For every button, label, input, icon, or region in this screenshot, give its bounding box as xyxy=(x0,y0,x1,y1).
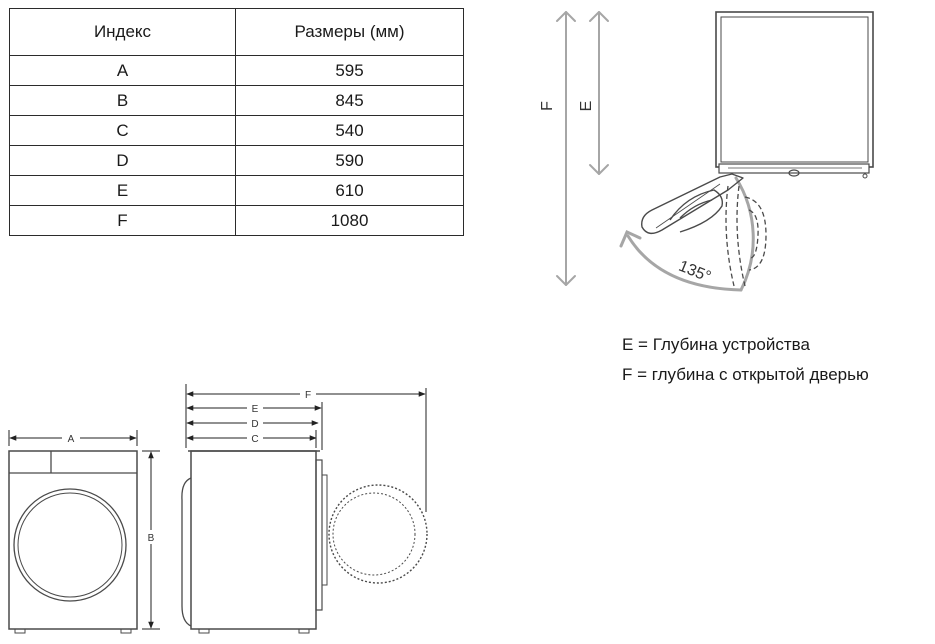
label-b: B xyxy=(148,533,155,544)
door-closed-dashed xyxy=(725,185,767,287)
label-f-top: F xyxy=(539,101,556,111)
machine-side-view xyxy=(181,450,328,634)
table-row: F 1080 xyxy=(9,205,464,236)
cell-index: F xyxy=(9,205,236,236)
machine-top-view xyxy=(715,11,874,179)
side-view-diagram: F E D C xyxy=(181,384,428,634)
open-door-dotted xyxy=(328,484,428,584)
cell-value: 540 xyxy=(235,115,464,146)
front-view-diagram: A B xyxy=(8,430,160,634)
dimensions-table: Индекс Размеры (мм) A 595 B 845 C 540 D … xyxy=(9,8,464,236)
legend-e: E = Глубина устройства xyxy=(622,335,810,354)
legend: E = Глубина устройства F = глубина с отк… xyxy=(622,330,869,390)
table-header-row: Индекс Размеры (мм) xyxy=(9,8,464,56)
dimension-f-vertical xyxy=(556,11,576,286)
cell-index: D xyxy=(9,145,236,176)
label-c-side: C xyxy=(251,434,258,445)
extension-lines xyxy=(185,384,427,512)
cell-value: 1080 xyxy=(235,205,464,236)
table-row: D 590 xyxy=(9,145,464,176)
table-row: E 610 xyxy=(9,175,464,206)
table-row: B 845 xyxy=(9,85,464,116)
angle-label-135: 135° xyxy=(676,258,713,286)
cell-index: B xyxy=(9,85,236,116)
cell-index: E xyxy=(9,175,236,206)
table-row: C 540 xyxy=(9,115,464,146)
label-e-side: E xyxy=(252,404,259,415)
door-swing-arc xyxy=(619,176,755,292)
label-a: A xyxy=(68,434,75,445)
top-view-diagram: F E xyxy=(539,11,874,292)
label-d-side: D xyxy=(251,419,258,430)
cell-value: 610 xyxy=(235,175,464,206)
dimension-e-vertical xyxy=(589,11,609,175)
cell-index: C xyxy=(9,115,236,146)
cell-value: 845 xyxy=(235,85,464,116)
header-index: Индекс xyxy=(9,8,236,56)
label-e-top: E xyxy=(578,101,595,112)
machine-front-view xyxy=(8,450,138,634)
legend-f: F = глубина с открытой дверью xyxy=(622,365,869,384)
label-f-side: F xyxy=(305,390,311,401)
door-open xyxy=(641,173,744,235)
header-dimensions: Размеры (мм) xyxy=(235,8,464,56)
